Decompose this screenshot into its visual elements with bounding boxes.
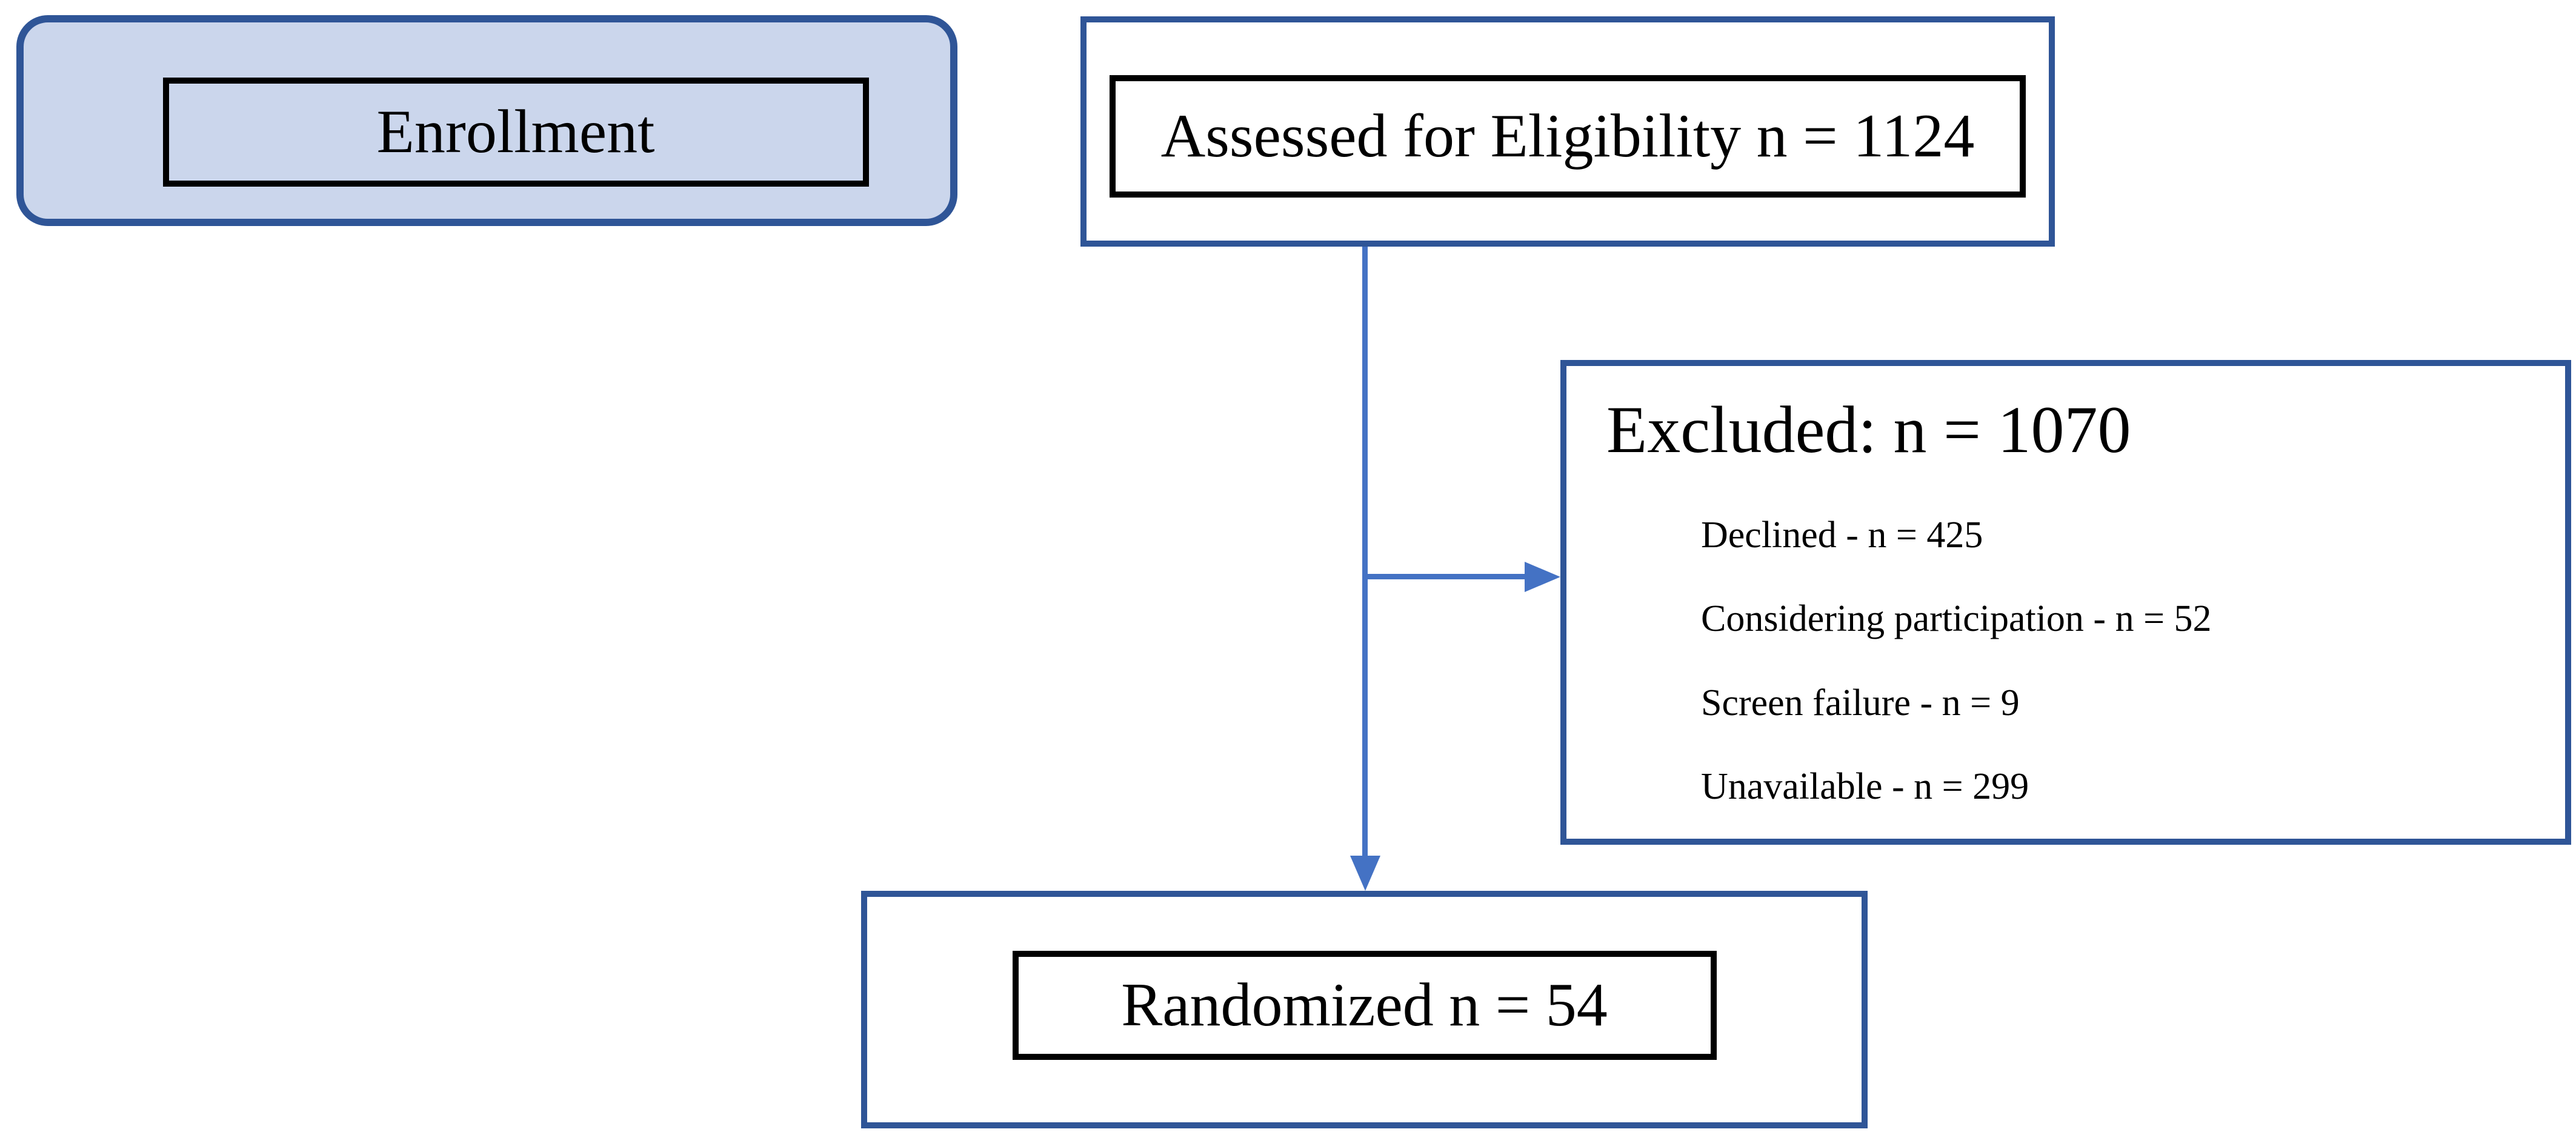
excluded-box: Excluded: n = 1070 Declined - n = 425 Co…: [1560, 360, 2571, 845]
assessed-label: Assessed for Eligibility n = 1124: [1160, 102, 1975, 170]
excluded-title: Excluded: n = 1070: [1606, 393, 2131, 467]
arrow-right-shaft: [1365, 574, 1527, 579]
assessed-inner-box: Assessed for Eligibility n = 1124: [1110, 75, 2026, 198]
arrow-down-head-icon: [1350, 856, 1380, 891]
excluded-item-unavailable: Unavailable - n = 299: [1701, 766, 2029, 808]
excluded-item-declined: Declined - n = 425: [1701, 514, 1983, 556]
assessed-box: Assessed for Eligibility n = 1124: [1080, 16, 2055, 247]
excluded-item-considering: Considering participation - n = 52: [1701, 598, 2212, 640]
randomized-box: Randomized n = 54: [861, 891, 1868, 1128]
enrollment-inner-box: Enrollment: [162, 78, 869, 187]
randomized-label: Randomized n = 54: [1121, 971, 1608, 1039]
enrollment-stage-box: Enrollment: [16, 15, 957, 226]
arrow-right-head-icon: [1525, 562, 1560, 592]
arrow-down-shaft: [1362, 247, 1368, 857]
excluded-item-screen-failure: Screen failure - n = 9: [1701, 682, 2020, 724]
randomized-inner-box: Randomized n = 54: [1012, 951, 1717, 1060]
enrollment-label: Enrollment: [376, 98, 655, 166]
